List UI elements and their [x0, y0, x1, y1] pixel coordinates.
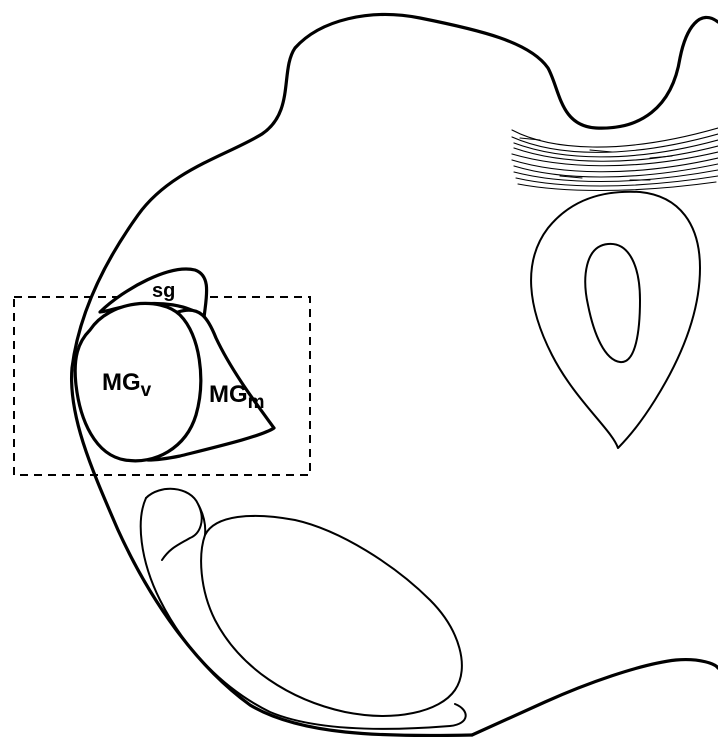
teardrop-inner: [585, 244, 640, 362]
mgv-label-sub: v: [141, 380, 152, 401]
mgm-label-main: MG: [209, 381, 248, 408]
sg-label: sg: [152, 280, 175, 302]
section-outline: [472, 660, 718, 735]
mgm-label-sub: m: [248, 392, 265, 413]
lower-bulb: [146, 489, 205, 560]
fiber-bundle: [512, 128, 718, 191]
lower-oval: [201, 516, 462, 716]
teardrop-outer: [531, 192, 700, 448]
mgv-label-main: MG: [102, 369, 141, 396]
lower-ring: [141, 498, 466, 729]
